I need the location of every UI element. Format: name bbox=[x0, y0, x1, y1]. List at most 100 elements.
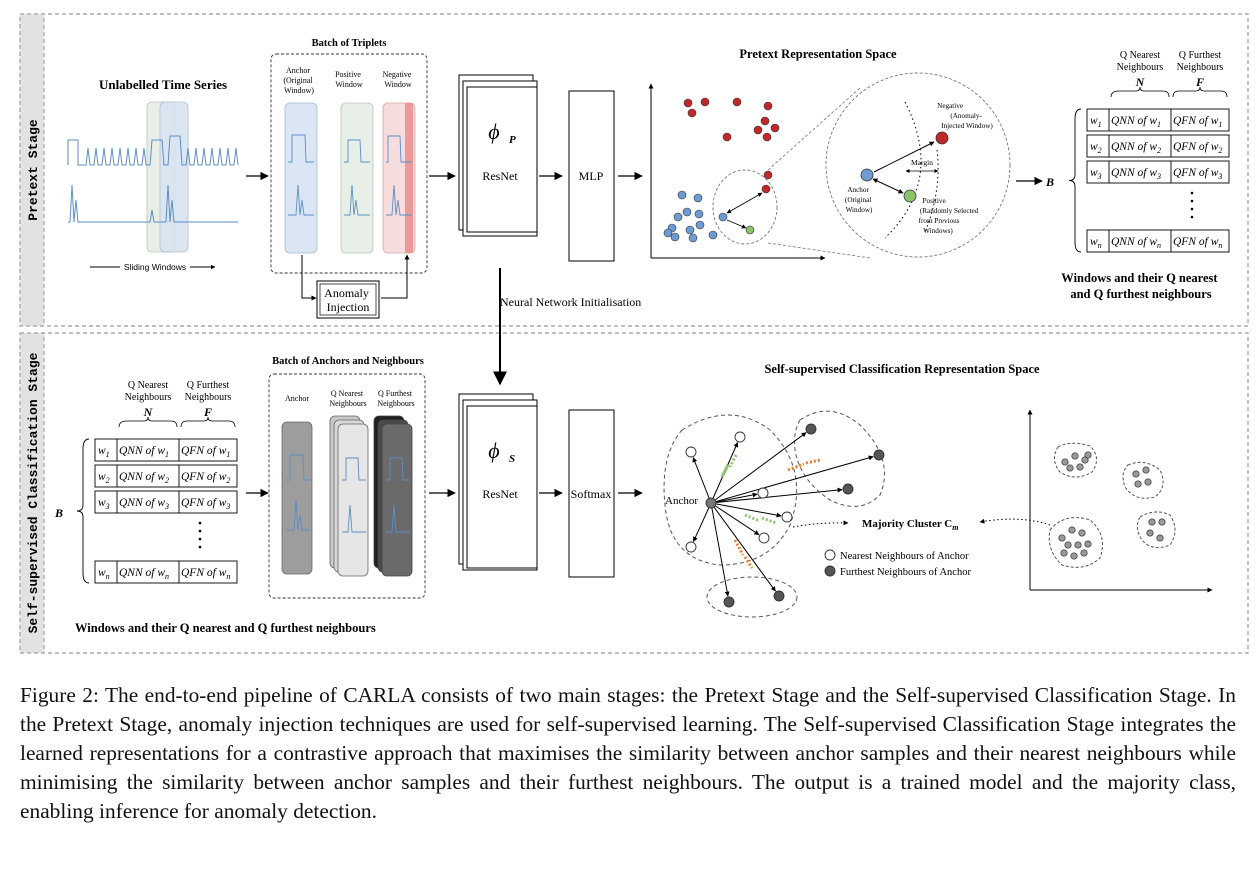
cell-window: w2 bbox=[98, 471, 110, 485]
blue-point bbox=[663, 228, 673, 238]
cell-qnn: QNN of w1 bbox=[1111, 115, 1161, 129]
cell-qfn: QFN of w3 bbox=[1173, 167, 1222, 181]
cluster-point bbox=[1064, 541, 1072, 549]
majority-cluster-label: Majority Cluster Cm bbox=[862, 518, 958, 532]
cell-qfn: QFN of w1 bbox=[1173, 115, 1222, 129]
pretext-resnet: ϕ P ResNet bbox=[458, 74, 538, 237]
anchor-edge bbox=[710, 455, 874, 504]
ellipsis-dot bbox=[198, 521, 202, 525]
blue-point bbox=[688, 233, 698, 243]
cluster-point bbox=[1134, 480, 1142, 488]
nn-init-label: Neural Network Initialisation bbox=[500, 295, 641, 309]
margin-label: Margin bbox=[911, 158, 933, 167]
cluster-point bbox=[1144, 478, 1152, 486]
ellipsis-dot bbox=[198, 529, 202, 533]
blue-point bbox=[670, 232, 680, 242]
cell-window: w1 bbox=[98, 445, 110, 459]
zoom-anchor-point bbox=[860, 168, 874, 182]
anchor-edge bbox=[710, 502, 760, 536]
cluster-point bbox=[1158, 518, 1166, 526]
header-furthest-2: Neighbours bbox=[1177, 62, 1224, 73]
pretext-stage-panel: Pretext Stage bbox=[19, 13, 1249, 327]
triplet-positive-label: Positive Window bbox=[335, 70, 363, 89]
blue-point bbox=[673, 212, 683, 222]
cell-qfn: QFN of w3 bbox=[181, 497, 230, 511]
nearest-node bbox=[734, 431, 746, 443]
cluster-point bbox=[1080, 549, 1088, 557]
batch-anchor-label: Anchor bbox=[285, 394, 309, 403]
pretext-mlp: MLP bbox=[568, 90, 615, 262]
cell-qfn: QFN of wn bbox=[1173, 236, 1222, 250]
phi-s-symbol: ϕ bbox=[488, 438, 499, 463]
header-f: F bbox=[203, 405, 212, 419]
cell-qnn: QNN of w2 bbox=[119, 471, 169, 485]
cluster-point bbox=[1084, 540, 1092, 548]
furthest-node bbox=[805, 423, 817, 435]
ellipsis-dot bbox=[1190, 215, 1194, 219]
cluster-point bbox=[1070, 552, 1078, 560]
series-bottom bbox=[68, 184, 238, 223]
cluster-point bbox=[1084, 451, 1092, 459]
cluster-point bbox=[1146, 529, 1154, 537]
header-n: N bbox=[143, 405, 154, 419]
blue-point bbox=[693, 193, 703, 203]
cluster-point bbox=[1142, 466, 1150, 474]
batch-furthest-label: Q Furthest Neighbours bbox=[377, 389, 414, 408]
ellipsis-dot bbox=[198, 545, 202, 549]
cell-window: w3 bbox=[1090, 167, 1102, 181]
blue-point-cluster bbox=[663, 190, 718, 243]
red-point-cluster bbox=[683, 97, 780, 180]
ellipsis-dot bbox=[1190, 207, 1194, 211]
red-point bbox=[763, 101, 773, 111]
anchor-note: Anchor (Original Window) bbox=[845, 186, 873, 214]
anchor-edge bbox=[710, 487, 843, 504]
carla-pipeline-figure: Pretext Stage Self-supervised Classifica… bbox=[19, 13, 1249, 654]
anchor-edge bbox=[710, 502, 776, 592]
selfsup-softmax: Softmax bbox=[568, 409, 615, 578]
cluster-point bbox=[1060, 549, 1068, 557]
ellipsis-dot bbox=[1190, 199, 1194, 203]
cluster-point bbox=[1068, 526, 1076, 534]
batch-of-anchors-neighbours: Batch of Anchors and Neighbours Anchor Q… bbox=[268, 356, 426, 599]
anchor-edge bbox=[693, 502, 712, 542]
cluster-points bbox=[1058, 451, 1166, 560]
zoom-negative-point bbox=[935, 131, 949, 145]
triplet-anchor-label: Anchor (Original Window) bbox=[283, 66, 314, 95]
mlp-label: MLP bbox=[579, 169, 604, 183]
selfsup-b-label: B bbox=[54, 506, 63, 520]
cell-window: wn bbox=[98, 567, 110, 581]
furthest-node bbox=[723, 596, 735, 608]
red-point bbox=[687, 108, 697, 118]
cell-qnn: QNN of w2 bbox=[1111, 141, 1161, 155]
batch-triplets-title: Batch of Triplets bbox=[312, 38, 387, 49]
cluster-point bbox=[1148, 518, 1156, 526]
cell-qnn: QNN of w3 bbox=[119, 497, 169, 511]
cluster-point bbox=[1061, 458, 1069, 466]
anomaly-injection-label: Anomaly Injection bbox=[324, 286, 372, 314]
header-furthest-1: Q Furthest bbox=[187, 380, 230, 391]
anchor-node-label: Anchor bbox=[665, 495, 698, 507]
ellipsis-dot bbox=[1190, 191, 1194, 195]
blue-point bbox=[677, 190, 687, 200]
legend-furthest: Furthest Neighbours of Anchor bbox=[840, 567, 971, 578]
nearest-node bbox=[781, 511, 793, 523]
selfsup-space-title: Self-supervised Classification Represent… bbox=[764, 362, 1040, 376]
legend-nearest: Nearest Neighbours of Anchor bbox=[840, 551, 969, 562]
cluster-point bbox=[1066, 464, 1074, 472]
red-point bbox=[732, 97, 742, 107]
positive-note: Positive (Randomly Selected from Previou… bbox=[919, 197, 981, 235]
red-point bbox=[762, 132, 772, 142]
cell-qnn: QNN of w3 bbox=[1111, 167, 1161, 181]
blue-point bbox=[708, 230, 718, 240]
cluster-point bbox=[1078, 529, 1086, 537]
anchor-window bbox=[284, 102, 318, 254]
anchor-node bbox=[705, 497, 717, 509]
red-point bbox=[760, 116, 770, 126]
red-point bbox=[770, 123, 780, 133]
anchor-edge bbox=[710, 492, 758, 504]
cell-qnn: QNN of wn bbox=[1111, 236, 1161, 250]
